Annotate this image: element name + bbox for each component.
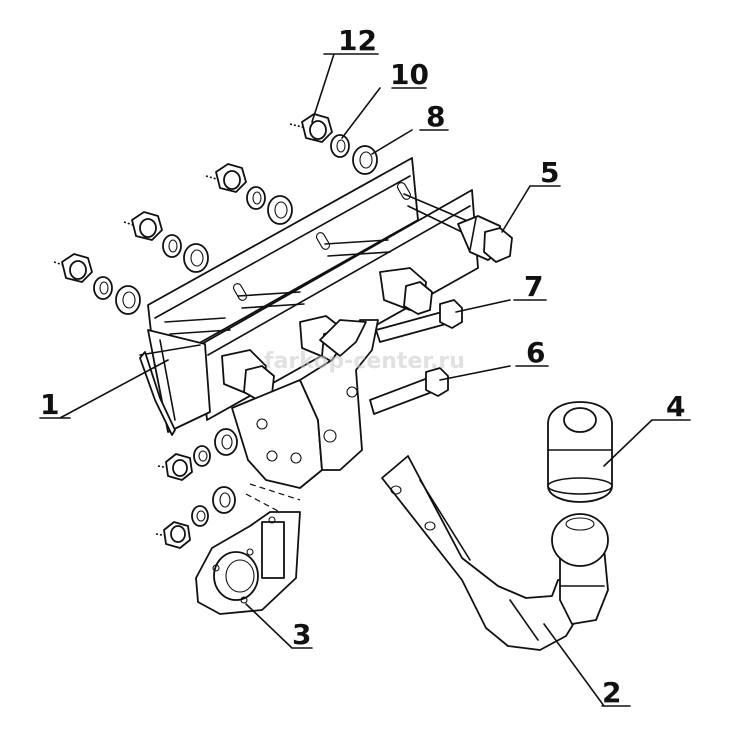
tow-ball-arm	[381, 455, 609, 651]
frame-bolts	[164, 193, 471, 335]
stack-4	[53, 253, 141, 315]
callout-3: 3	[292, 618, 311, 651]
stack-lower-1	[157, 428, 238, 481]
callout-7: 7	[524, 270, 543, 303]
socket-plate	[195, 483, 301, 615]
mounting-frame	[139, 157, 479, 436]
callout-4: 4	[666, 390, 685, 423]
stack-2	[205, 163, 293, 225]
callout-8: 8	[426, 100, 445, 133]
stack-3	[123, 211, 209, 273]
stack-top	[289, 113, 378, 175]
bolts-6-7	[369, 299, 463, 415]
watermark-text: farkop-center.ru	[264, 349, 465, 374]
callout-1: 1	[40, 388, 59, 421]
nut-washer-stacks	[53, 113, 378, 549]
callout-6: 6	[526, 336, 545, 369]
side-brackets	[231, 319, 379, 489]
callout-labels: 12 10 8 5 7 6 1 4 3 2	[40, 24, 685, 709]
callout-2: 2	[602, 676, 621, 709]
ball-cap	[547, 401, 613, 503]
stack-lower-2	[155, 486, 236, 549]
callout-12: 12	[338, 24, 377, 57]
callout-5: 5	[540, 156, 559, 189]
callout-10: 10	[390, 58, 429, 91]
callout-leaders	[39, 53, 691, 707]
